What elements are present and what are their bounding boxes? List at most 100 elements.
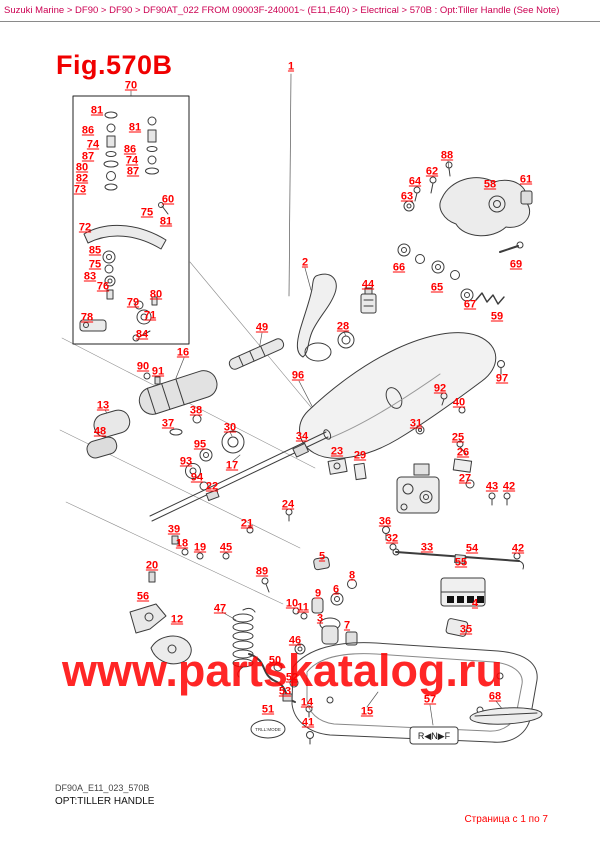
part-callout-12[interactable]: 12 <box>170 613 184 626</box>
part-callout-34[interactable]: 34 <box>295 430 309 443</box>
part-callout-64[interactable]: 64 <box>408 175 422 188</box>
part-callout-3[interactable]: 3 <box>316 612 324 625</box>
part-callout-16[interactable]: 16 <box>176 346 190 359</box>
part-callout-43[interactable]: 43 <box>485 480 499 493</box>
breadcrumb-segment[interactable]: 570B : Opt:Tiller Handle (See Note) <box>409 5 560 16</box>
part-callout-86[interactable]: 86 <box>123 143 137 156</box>
part-callout-94[interactable]: 94 <box>190 471 204 484</box>
part-callout-83[interactable]: 83 <box>83 270 97 283</box>
part-callout-82[interactable]: 82 <box>75 172 89 185</box>
breadcrumb-segment[interactable]: DF90 <box>75 5 99 16</box>
part-callout-45[interactable]: 45 <box>219 541 233 554</box>
part-callout-80[interactable]: 80 <box>75 161 89 174</box>
part-callout-47[interactable]: 47 <box>213 602 227 615</box>
part-callout-21[interactable]: 21 <box>240 517 254 530</box>
part-callout-70[interactable]: 70 <box>124 79 138 92</box>
part-callout-20[interactable]: 20 <box>145 559 159 572</box>
part-callout-55[interactable]: 55 <box>454 556 468 569</box>
part-callout-66[interactable]: 66 <box>392 261 406 274</box>
part-callout-18[interactable]: 18 <box>175 537 189 550</box>
part-callout-11[interactable]: 11 <box>297 601 309 614</box>
part-callout-74[interactable]: 74 <box>86 138 100 151</box>
part-callout-80[interactable]: 80 <box>149 288 163 301</box>
part-callout-79[interactable]: 79 <box>126 296 140 309</box>
part-callout-25[interactable]: 25 <box>451 431 465 444</box>
part-callout-92[interactable]: 92 <box>433 382 447 395</box>
part-callout-26[interactable]: 26 <box>456 446 470 459</box>
part-callout-37[interactable]: 37 <box>161 417 175 430</box>
part-callout-97[interactable]: 97 <box>495 372 509 385</box>
part-callout-60[interactable]: 60 <box>161 193 175 206</box>
part-callout-76[interactable]: 76 <box>96 280 110 293</box>
part-callout-1[interactable]: 1 <box>287 60 295 73</box>
part-callout-4[interactable]: 4 <box>471 597 479 610</box>
part-callout-42[interactable]: 42 <box>502 480 516 493</box>
part-callout-85[interactable]: 85 <box>88 244 102 257</box>
part-callout-54[interactable]: 54 <box>465 542 479 555</box>
part-callout-40[interactable]: 40 <box>452 396 466 409</box>
part-callout-28[interactable]: 28 <box>336 320 350 333</box>
part-callout-41[interactable]: 41 <box>301 716 315 729</box>
part-callout-2[interactable]: 2 <box>301 256 309 269</box>
part-callout-27[interactable]: 27 <box>458 472 472 485</box>
part-callout-23[interactable]: 23 <box>330 445 344 458</box>
part-callout-58[interactable]: 58 <box>483 178 497 191</box>
part-callout-44[interactable]: 44 <box>361 278 375 291</box>
part-callout-81[interactable]: 81 <box>90 104 104 117</box>
part-callout-48[interactable]: 48 <box>93 425 107 438</box>
breadcrumb-segment[interactable]: Electrical <box>360 5 399 16</box>
part-callout-73[interactable]: 73 <box>73 183 87 196</box>
part-callout-42[interactable]: 42 <box>511 542 525 555</box>
part-callout-62[interactable]: 62 <box>425 165 439 178</box>
part-callout-87[interactable]: 87 <box>126 165 140 178</box>
part-callout-63[interactable]: 63 <box>400 190 414 203</box>
part-callout-74[interactable]: 74 <box>125 154 139 167</box>
part-callout-14[interactable]: 14 <box>300 696 314 709</box>
part-callout-6[interactable]: 6 <box>332 583 340 596</box>
part-callout-32[interactable]: 32 <box>385 532 399 545</box>
part-callout-22[interactable]: 22 <box>205 480 219 493</box>
part-callout-13[interactable]: 13 <box>96 399 110 412</box>
part-callout-87[interactable]: 87 <box>81 150 95 163</box>
breadcrumb-segment[interactable]: DF90AT_022 FROM 09003F-240001~ (E11,E40) <box>143 5 350 16</box>
breadcrumb-segment[interactable]: DF90 <box>109 5 133 16</box>
part-callout-71[interactable]: 71 <box>143 309 157 322</box>
part-callout-8[interactable]: 8 <box>348 569 356 582</box>
part-callout-93[interactable]: 93 <box>179 455 193 468</box>
part-callout-29[interactable]: 29 <box>353 449 367 462</box>
part-callout-69[interactable]: 69 <box>509 258 523 271</box>
part-callout-52[interactable]: 52 <box>285 671 299 684</box>
part-callout-68[interactable]: 68 <box>488 690 502 703</box>
part-callout-19[interactable]: 19 <box>193 541 207 554</box>
part-callout-10[interactable]: 10 <box>285 597 299 610</box>
part-callout-75[interactable]: 75 <box>140 206 154 219</box>
part-callout-84[interactable]: 84 <box>135 328 149 341</box>
part-callout-65[interactable]: 65 <box>430 281 444 294</box>
part-callout-95[interactable]: 95 <box>193 438 207 451</box>
part-callout-49[interactable]: 49 <box>255 321 269 334</box>
part-callout-81[interactable]: 81 <box>128 121 142 134</box>
part-callout-31[interactable]: 31 <box>409 417 423 430</box>
part-callout-39[interactable]: 39 <box>167 523 181 536</box>
part-callout-38[interactable]: 38 <box>189 404 203 417</box>
part-callout-59[interactable]: 59 <box>490 310 504 323</box>
part-callout-56[interactable]: 56 <box>136 590 150 603</box>
part-callout-96[interactable]: 96 <box>291 369 305 382</box>
part-callout-33[interactable]: 33 <box>420 541 434 554</box>
part-callout-91[interactable]: 91 <box>151 365 165 378</box>
part-callout-51[interactable]: 51 <box>261 703 275 716</box>
part-callout-86[interactable]: 86 <box>81 124 95 137</box>
part-callout-36[interactable]: 36 <box>378 515 392 528</box>
part-callout-7[interactable]: 7 <box>343 619 351 632</box>
part-callout-17[interactable]: 17 <box>225 459 239 472</box>
part-callout-72[interactable]: 72 <box>78 221 92 234</box>
part-callout-5[interactable]: 5 <box>318 550 326 563</box>
part-callout-53[interactable]: 53 <box>278 685 292 698</box>
part-callout-75[interactable]: 75 <box>88 258 102 271</box>
part-callout-50[interactable]: 50 <box>268 654 282 667</box>
part-callout-81[interactable]: 81 <box>159 215 173 228</box>
part-callout-46[interactable]: 46 <box>288 634 302 647</box>
part-callout-78[interactable]: 78 <box>80 311 94 324</box>
breadcrumb-segment[interactable]: Suzuki Marine <box>4 5 65 16</box>
part-callout-24[interactable]: 24 <box>281 498 295 511</box>
